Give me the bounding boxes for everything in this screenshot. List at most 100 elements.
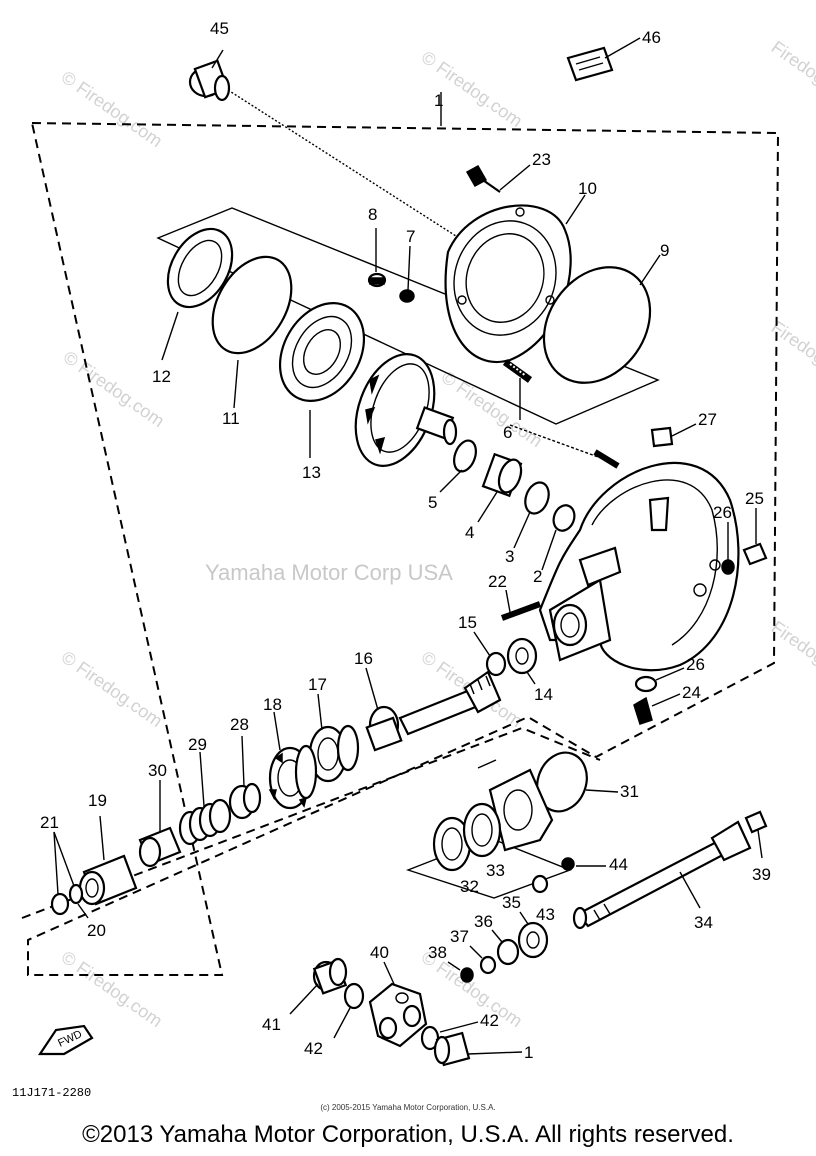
part-41-bush bbox=[312, 957, 348, 995]
part-42-circlip-left bbox=[343, 982, 365, 1010]
lower-group-outline bbox=[21, 726, 601, 919]
label-41: 41 bbox=[262, 1015, 281, 1034]
label-2: 2 bbox=[533, 567, 542, 586]
label-36: 36 bbox=[474, 912, 493, 931]
part-4-bearing bbox=[481, 452, 523, 498]
part-31-o-ring bbox=[536, 751, 588, 813]
label-9: 9 bbox=[660, 241, 669, 260]
label-44: 44 bbox=[609, 855, 628, 874]
label-29: 29 bbox=[188, 735, 207, 754]
part-12-seal bbox=[166, 227, 234, 309]
middle-housing bbox=[477, 759, 554, 852]
label-17: 17 bbox=[308, 675, 327, 694]
watermark-site: © Firedog.com bbox=[58, 947, 166, 1031]
watermark-site: © Firedog.com bbox=[58, 67, 166, 151]
part-40-universal-joint bbox=[368, 982, 428, 1048]
label-31: 31 bbox=[620, 782, 639, 801]
part-34-drive-shaft bbox=[572, 820, 752, 930]
part-29-spring bbox=[178, 798, 232, 846]
part-44-nut bbox=[561, 857, 575, 871]
part-46-label-plate bbox=[566, 46, 614, 82]
label-27: 27 bbox=[698, 410, 717, 429]
label-12: 12 bbox=[152, 367, 171, 386]
label-8: 8 bbox=[368, 205, 377, 224]
watermark-center: Yamaha Motor Corp USA bbox=[205, 560, 453, 585]
label-24: 24 bbox=[682, 683, 701, 702]
part-22-stud bbox=[500, 601, 542, 621]
part-18-gear bbox=[268, 744, 318, 810]
part-37-nut bbox=[479, 955, 497, 975]
part-6-stud bbox=[502, 359, 533, 383]
label-10: 10 bbox=[578, 179, 597, 198]
assembly-boundary bbox=[27, 121, 780, 976]
label-43: 43 bbox=[536, 905, 555, 924]
part-25-bolt bbox=[742, 542, 768, 566]
label-19: 19 bbox=[88, 791, 107, 810]
label-26-lower: 26 bbox=[686, 655, 705, 674]
label-20: 20 bbox=[87, 921, 106, 940]
part-39-screw bbox=[744, 810, 768, 834]
part-30-cam bbox=[138, 826, 182, 868]
label-26-upper: 26 bbox=[713, 503, 732, 522]
label-21: 21 bbox=[40, 813, 59, 832]
label-3: 3 bbox=[505, 547, 514, 566]
label-6: 6 bbox=[503, 423, 512, 442]
label-4: 4 bbox=[465, 523, 474, 542]
label-42-right: 42 bbox=[480, 1011, 499, 1030]
label-34: 34 bbox=[694, 913, 713, 932]
label-39: 39 bbox=[752, 865, 771, 884]
part-19-joint bbox=[78, 854, 138, 906]
label-37: 37 bbox=[450, 927, 469, 946]
label-32: 32 bbox=[460, 877, 479, 896]
part-1-bush bbox=[433, 1031, 471, 1067]
part-28-collar bbox=[228, 782, 262, 820]
label-46: 46 bbox=[642, 28, 661, 47]
watermark-site: Firedog.com bbox=[768, 317, 816, 391]
assembly-label: 1 bbox=[434, 91, 443, 110]
part-43-washer bbox=[531, 874, 549, 894]
part-21-circlip bbox=[50, 892, 70, 916]
part-2-collar bbox=[552, 504, 576, 532]
part-13-bearing bbox=[278, 302, 366, 402]
part-26-washer-lower bbox=[634, 675, 658, 693]
diagram-code: 11J171-2280 bbox=[12, 1086, 91, 1100]
part-24-plug bbox=[633, 696, 653, 725]
label-1-bush: 1 bbox=[524, 1043, 533, 1062]
watermark-site: © Firedog.com bbox=[58, 647, 166, 731]
part-14-bearing bbox=[506, 637, 538, 675]
label-30: 30 bbox=[148, 761, 167, 780]
fwd-arrow-icon: FWD bbox=[37, 1024, 94, 1056]
part-45-bush bbox=[188, 59, 231, 102]
part-3-spacer bbox=[524, 481, 550, 515]
label-28: 28 bbox=[230, 715, 249, 734]
label-16: 16 bbox=[354, 649, 373, 668]
part-26-washer-upper bbox=[721, 559, 735, 575]
copyright-small: (c) 2005-2015 Yamaha Motor Corporation, … bbox=[320, 1103, 496, 1112]
final-gear-case bbox=[538, 461, 740, 672]
label-7: 7 bbox=[406, 227, 415, 246]
part-7-washer bbox=[399, 289, 415, 303]
label-38: 38 bbox=[428, 943, 447, 962]
part-17-bearing bbox=[308, 724, 360, 783]
part-16-pinion-shaft bbox=[365, 670, 502, 752]
watermark-site: © Firedog.com bbox=[60, 347, 168, 431]
part-27-cap bbox=[650, 426, 674, 448]
part-23-bolt bbox=[465, 164, 501, 193]
ring-gear bbox=[354, 353, 458, 467]
label-42-left: 42 bbox=[304, 1039, 323, 1058]
part-20-washer bbox=[68, 883, 84, 905]
label-15: 15 bbox=[458, 613, 477, 632]
label-5: 5 bbox=[428, 493, 437, 512]
label-25: 25 bbox=[745, 489, 764, 508]
part-8-nut bbox=[367, 272, 387, 288]
label-13: 13 bbox=[302, 463, 321, 482]
label-40: 40 bbox=[370, 943, 389, 962]
label-33: 33 bbox=[486, 861, 505, 880]
part-15-shim bbox=[485, 651, 507, 677]
part-11-o-ring bbox=[211, 255, 293, 355]
label-11: 11 bbox=[222, 409, 240, 428]
label-22: 22 bbox=[488, 572, 507, 591]
part-9-o-ring bbox=[542, 266, 652, 384]
watermark-site: © Firedog.com bbox=[418, 47, 526, 131]
